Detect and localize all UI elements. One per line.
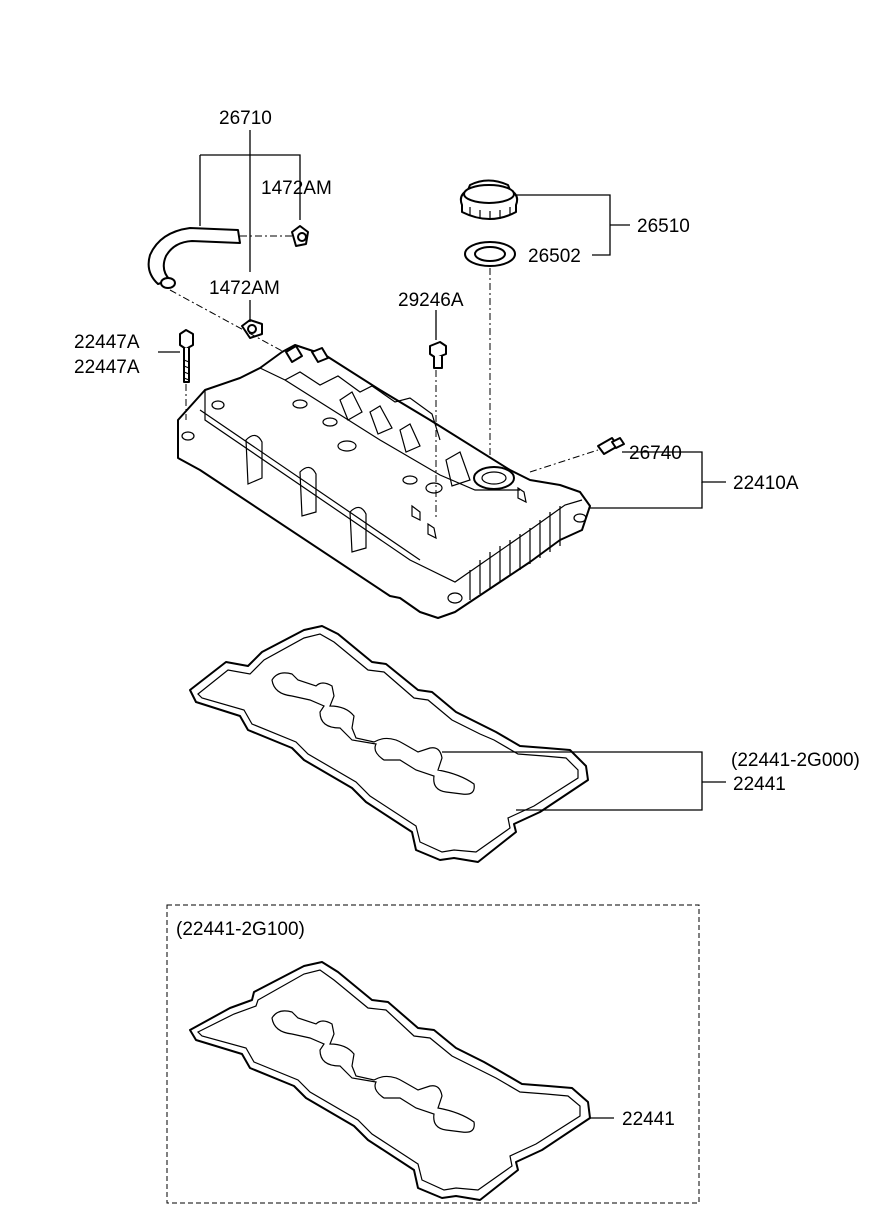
stud-bolt[interactable] bbox=[429, 341, 447, 369]
label-26740: 26740 bbox=[629, 443, 682, 464]
label-22441-2g100: (22441-2G100) bbox=[176, 919, 305, 940]
label-26510: 26510 bbox=[637, 216, 690, 237]
hose-clamp-upper[interactable] bbox=[291, 225, 309, 247]
pcv-valve[interactable] bbox=[597, 437, 625, 455]
label-22447a-2: 22447A bbox=[74, 357, 140, 378]
label-22441-2g000: (22441-2G000) bbox=[731, 750, 860, 771]
label-1472am-upper: 1472AM bbox=[261, 178, 332, 199]
oil-filler-cap[interactable] bbox=[459, 179, 519, 221]
label-26710: 26710 bbox=[219, 108, 272, 129]
rocker-cover[interactable] bbox=[177, 344, 591, 619]
valve-cover-gasket-2g000[interactable] bbox=[189, 625, 589, 863]
label-22410a: 22410A bbox=[733, 473, 799, 494]
label-22447a-1: 22447A bbox=[74, 332, 140, 353]
label-29246a: 29246A bbox=[398, 290, 464, 311]
label-22441-b: 22441 bbox=[622, 1109, 675, 1130]
alternate-gasket-box bbox=[166, 904, 700, 1204]
hose-clamp-lower[interactable] bbox=[241, 319, 263, 339]
cover-bolt[interactable] bbox=[179, 329, 194, 383]
leader-lines bbox=[158, 130, 726, 1119]
label-22441-a: 22441 bbox=[733, 774, 786, 795]
filler-cap-gasket[interactable] bbox=[464, 241, 516, 267]
label-1472am-lower: 1472AM bbox=[209, 278, 280, 299]
breather-hose[interactable] bbox=[147, 227, 241, 289]
label-26502: 26502 bbox=[528, 246, 581, 267]
valve-cover-gasket-2g100[interactable] bbox=[189, 961, 591, 1201]
